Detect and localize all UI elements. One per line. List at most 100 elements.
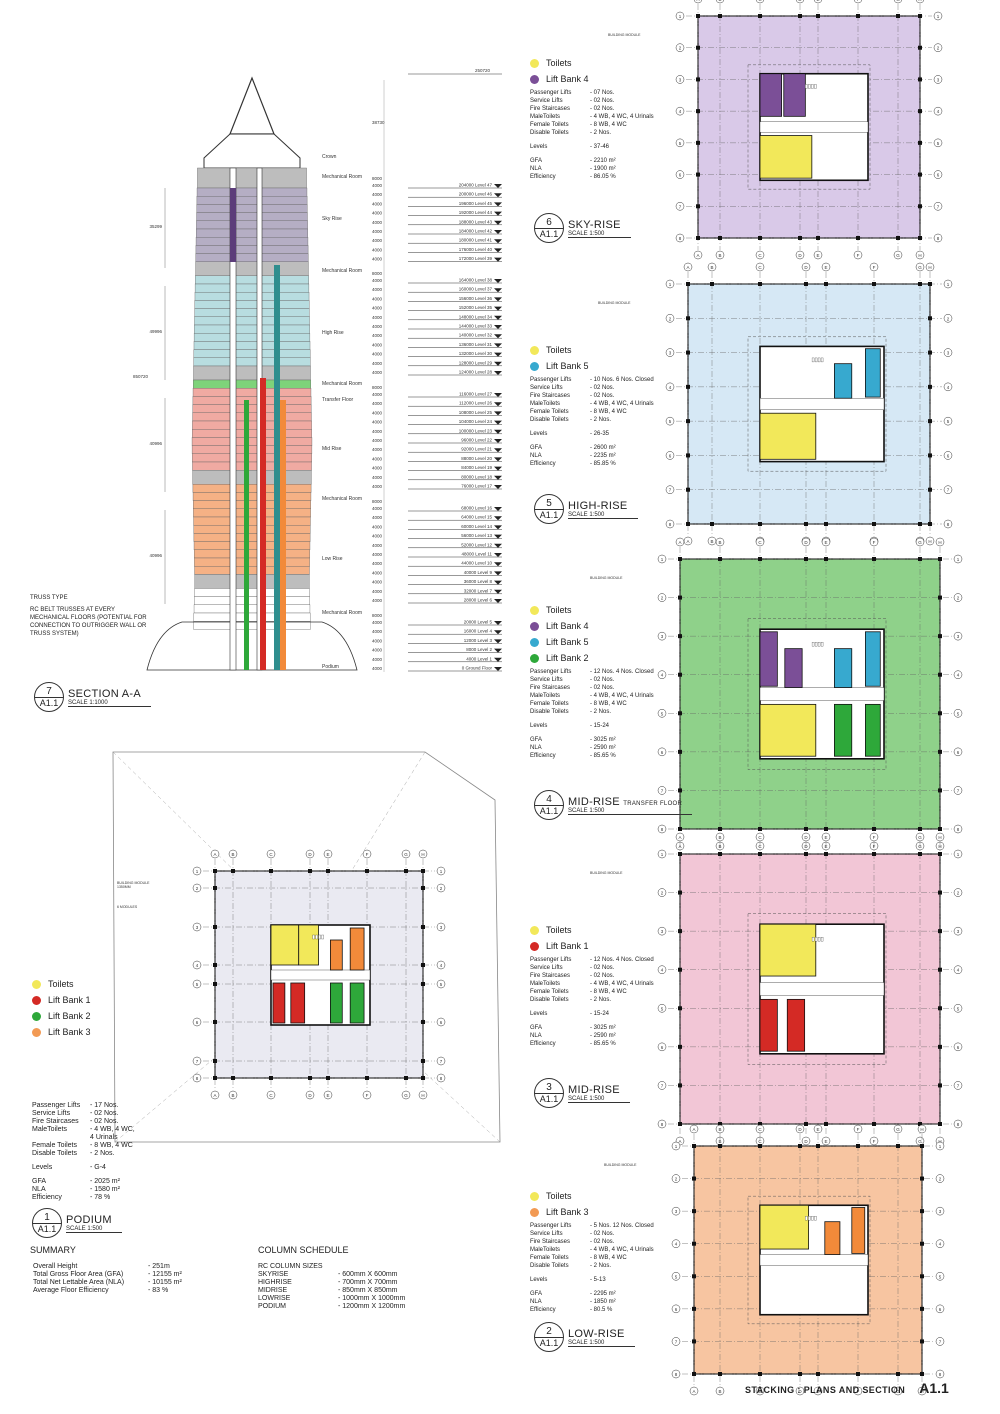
grid-label: D xyxy=(798,1127,802,1132)
grid-bubble xyxy=(228,1090,238,1100)
grid-label: 2 xyxy=(675,1177,678,1182)
floor-height-text: 4000 xyxy=(372,370,383,375)
grid-bubble xyxy=(436,1056,446,1066)
grid-bubble xyxy=(665,519,675,529)
column xyxy=(692,1306,696,1311)
grid-bubble xyxy=(362,849,372,859)
lease-line xyxy=(747,1195,871,1325)
column xyxy=(816,1144,820,1148)
level-marker xyxy=(494,630,502,635)
gfa-row: GFA- 2210 m² xyxy=(530,158,616,164)
grid-bubble xyxy=(266,849,276,859)
grid-bubble xyxy=(657,747,667,757)
lift-bank-5 xyxy=(834,363,853,399)
efficiency-row: Efficiency- 86.05 % xyxy=(530,174,616,180)
grid-label: C xyxy=(758,1127,762,1132)
section-floor xyxy=(192,412,312,422)
level-tag: 152000 Level 35 xyxy=(459,305,493,310)
level-marker xyxy=(494,466,502,471)
grid-label: 5 xyxy=(661,711,664,716)
grid-label: 7 xyxy=(679,204,682,209)
column xyxy=(718,1372,722,1376)
level-marker xyxy=(494,184,502,188)
grid-label: 2 xyxy=(440,886,443,891)
module-note: BUILDING MODULE xyxy=(590,871,623,875)
grid-bubble xyxy=(436,960,446,970)
floor-height-text: 4000 xyxy=(372,306,383,311)
column xyxy=(938,929,942,934)
grid-bubble xyxy=(953,593,963,602)
grid-label: E xyxy=(824,539,827,544)
column xyxy=(365,1076,369,1080)
spec-row: Female Toilets- 8 WB, 4 WC xyxy=(530,1255,627,1261)
fixture xyxy=(811,357,815,363)
grid-label: 1 xyxy=(957,852,960,857)
grid-bubble xyxy=(915,841,925,851)
dim-text-overall: 850720 xyxy=(133,374,149,379)
level-tag: 140000 Level 32 xyxy=(459,333,493,338)
grid-bubble xyxy=(192,1056,202,1066)
column xyxy=(686,316,690,321)
grid-bubble xyxy=(436,979,446,989)
level-tag: 128000 Level 29 xyxy=(459,360,493,365)
column xyxy=(938,1122,942,1126)
column xyxy=(686,522,690,526)
column xyxy=(678,749,682,754)
spec-row: MaleToilets- 4 WB, 4 WC, 4 Urinals xyxy=(530,693,654,699)
column xyxy=(856,14,860,18)
section-floor xyxy=(192,429,312,438)
section-floor xyxy=(194,300,310,309)
grid-bubble xyxy=(715,0,725,4)
grid-bubble xyxy=(683,262,693,272)
grid-bubble xyxy=(675,537,685,547)
grid-label: G xyxy=(896,253,900,258)
grid-label: 7 xyxy=(675,1339,678,1344)
floor-height-text: 4000 xyxy=(372,534,383,539)
column xyxy=(938,557,942,561)
grid-bubble xyxy=(675,75,685,84)
grid-bubble xyxy=(665,348,675,357)
grid-bubble xyxy=(869,537,879,547)
grid-bubble xyxy=(671,1141,681,1151)
grid-label: E xyxy=(816,253,819,258)
section-floor xyxy=(194,324,310,334)
floor-height-text: 4000 xyxy=(372,192,383,197)
grid-label: B xyxy=(718,1389,721,1394)
column xyxy=(918,172,922,177)
floor-slab xyxy=(679,558,941,830)
grid-bubble xyxy=(869,1136,879,1146)
level-marker xyxy=(494,306,502,311)
legend-item: Lift Bank 2 xyxy=(530,650,654,666)
floor-height-text: 4000 xyxy=(372,666,383,671)
spec-row: Disable Toilets- 2 Nos. xyxy=(32,1150,115,1157)
column xyxy=(421,1059,425,1063)
lift-bank-2-shaft xyxy=(244,400,249,670)
fixture xyxy=(808,84,811,89)
legend-label: Toilets xyxy=(546,605,572,615)
grid-label: C xyxy=(758,1139,762,1144)
grid-bubble xyxy=(853,0,863,4)
zone-label: Low Rise xyxy=(322,556,343,562)
toilet-block xyxy=(759,412,817,460)
grid-label: 8 xyxy=(957,1122,960,1127)
grid-bubble xyxy=(935,1304,945,1314)
lift-bank-4 xyxy=(784,648,803,688)
grid-label: H xyxy=(938,1139,941,1144)
grid-bubble xyxy=(943,451,953,460)
mech-height-text: 8000 xyxy=(372,499,383,504)
spec-row: 4 Urinals xyxy=(90,1134,118,1141)
grid-label: E xyxy=(816,1127,819,1132)
module-note: BUILDING MODULE xyxy=(117,881,150,885)
column xyxy=(686,419,690,424)
column xyxy=(758,1122,762,1126)
nla-row: NLA- 2235 m² xyxy=(530,453,616,459)
section-floor xyxy=(194,283,310,293)
grid-bubble xyxy=(665,485,675,494)
zone-label: Podium xyxy=(322,664,339,670)
floor-height-text: 4000 xyxy=(372,589,383,594)
fixture xyxy=(315,934,318,940)
legend-swatch xyxy=(530,1191,539,1201)
grid-bubble xyxy=(953,709,963,718)
level-tag: 64000 Level 15 xyxy=(461,515,492,520)
module-note: 1350MM xyxy=(117,885,131,889)
